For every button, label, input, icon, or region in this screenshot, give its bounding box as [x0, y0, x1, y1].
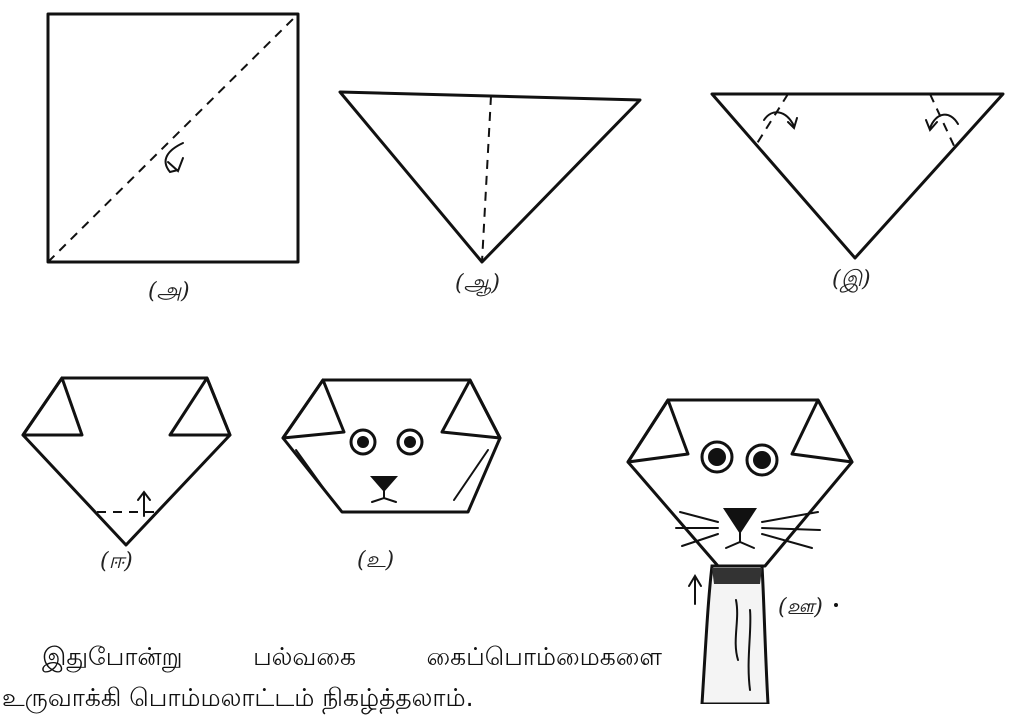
fold-arrow-icon — [164, 142, 184, 174]
triangle-paper — [710, 92, 1005, 260]
push-up-arrow-icon — [688, 574, 702, 605]
square-paper — [46, 12, 300, 264]
left-eye-icon — [700, 440, 734, 474]
nose-icon — [370, 476, 398, 492]
right-eye-icon — [745, 443, 779, 477]
right-pupil — [753, 451, 771, 469]
right-pupil — [404, 436, 416, 448]
left-cheek-line — [295, 449, 333, 501]
step-label-a: (அ) — [148, 279, 190, 304]
step-label-f: (ஊ) — [778, 595, 823, 620]
nose-icon — [723, 508, 757, 534]
step-label-b: (ஆ) — [455, 271, 500, 297]
face-paper — [281, 378, 502, 514]
step-f-cat-puppet: (ஊ) — [626, 398, 854, 704]
instruction-caption: இதுபோன்று பல்வகை கைப்பொம்மைகளை உருவாக்கி… — [2, 636, 672, 718]
head-paper — [21, 376, 232, 547]
right-eye-icon — [396, 428, 424, 456]
left-whiskers-icon — [675, 511, 719, 547]
step-label-d: (ஈ) — [100, 549, 133, 574]
right-whiskers-icon — [761, 511, 821, 549]
right-fold-arrow-head-icon — [925, 119, 938, 132]
fold-up-arrow-icon — [137, 490, 151, 517]
step-d-head: (ஈ) — [21, 376, 232, 574]
center-fold-line — [481, 95, 492, 263]
finger-shading — [734, 599, 752, 691]
left-ear — [21, 376, 84, 437]
step-a-square: (அ) — [46, 12, 300, 304]
step-c-triangle: (இ) — [710, 92, 1005, 293]
left-pupil — [357, 436, 369, 448]
right-corner-fold-line — [929, 93, 956, 149]
left-fold-arrow-head-icon — [787, 117, 798, 130]
right-ear — [790, 398, 854, 464]
left-ear — [626, 398, 690, 464]
right-cheek-line — [453, 449, 489, 501]
left-pupil — [708, 448, 726, 466]
caption-line-2: உருவாக்கி பொம்மலாட்டம் நிகழ்த்தலாம். — [2, 683, 474, 712]
step-b-triangle: (ஆ) — [338, 90, 642, 297]
step-e-cat-face: (உ) — [281, 378, 502, 573]
left-eye-icon — [349, 428, 377, 456]
right-ear — [168, 376, 232, 437]
caption-line-1: இதுபோன்று பல்வகை கைப்பொம்மைகளை — [42, 642, 662, 671]
step-label-e: (உ) — [357, 548, 394, 573]
mouth-icon — [725, 531, 755, 549]
diagonal-fold-line — [47, 13, 299, 263]
left-ear — [281, 378, 346, 440]
dot-mark — [834, 603, 838, 607]
left-fold-arrow-icon — [763, 111, 795, 127]
left-corner-fold-line — [755, 93, 789, 146]
step-label-c: (இ) — [832, 267, 871, 293]
mouth-icon — [371, 489, 397, 503]
finger-tip-band — [712, 568, 762, 584]
right-fold-arrow-icon — [929, 113, 959, 129]
right-ear — [440, 378, 502, 440]
fold-arrow-head-icon — [167, 157, 184, 173]
